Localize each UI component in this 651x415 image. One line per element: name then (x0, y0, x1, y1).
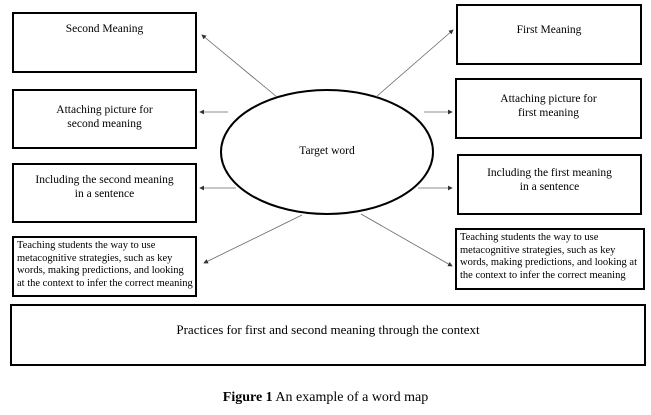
target-word-label: Target word (299, 145, 355, 157)
attaching-picture-first-box: Attaching picture for first meaning (455, 78, 642, 139)
teaching-metacognitive-right-text: Teaching students the way to use metacog… (460, 232, 638, 281)
teaching-metacognitive-left-text: Teaching students the way to use metacog… (17, 240, 193, 289)
first-meaning-box: First Meaning (456, 4, 642, 65)
teaching-metacognitive-left-box: Teaching students the way to use metacog… (12, 236, 197, 297)
second-meaning-text: Second Meaning (65, 23, 144, 35)
including-second-box: Including the second meaning in a senten… (12, 163, 197, 223)
second-meaning-box: Second Meaning (12, 12, 197, 73)
first-meaning-text: First Meaning (516, 24, 582, 36)
arrow-to-second-meaning (201, 34, 278, 98)
arrow-to-teaching-right (360, 213, 453, 267)
practices-text: Practices for first and second meaning t… (176, 322, 480, 337)
attaching-picture-second-text: Attaching picture for second meaning (56, 104, 153, 130)
including-second-text: Including the second meaning in a senten… (35, 174, 174, 200)
figure-label: Figure 1 (222, 390, 273, 405)
practices-box: Practices for first and second meaning t… (10, 304, 646, 366)
target-word-ellipse (220, 89, 434, 215)
figure-caption-text: An example of a word map (272, 390, 429, 405)
including-first-text: Including the first meaning in a sentenc… (487, 167, 612, 193)
attaching-picture-second-box: Attaching picture for second meaning (12, 89, 197, 149)
teaching-metacognitive-right-box: Teaching students the way to use metacog… (455, 228, 645, 290)
arrow-to-teaching-left (203, 214, 303, 264)
attaching-picture-first-text: Attaching picture for first meaning (500, 93, 597, 119)
figure-caption: Figure 1 An example of a word map (0, 390, 651, 406)
including-first-box: Including the first meaning in a sentenc… (457, 154, 642, 215)
arrow-to-first-meaning (375, 29, 454, 98)
